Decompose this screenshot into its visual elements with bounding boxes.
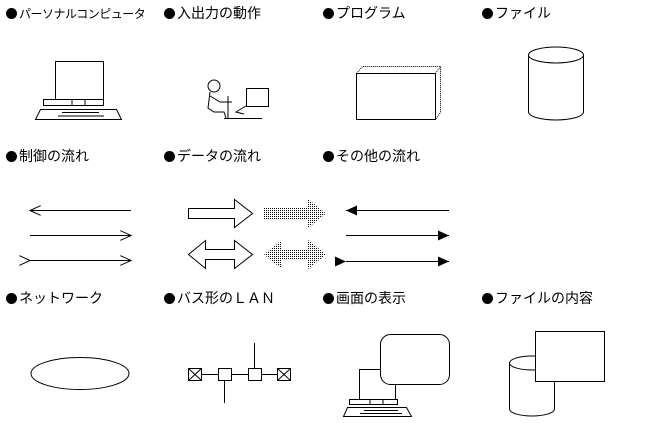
legend-label-personal-computer: パーソナルコンピュータ [6, 6, 146, 22]
personal-computer-icon [34, 61, 123, 120]
legend-label-file: ファイル [482, 6, 551, 22]
bullet-icon [323, 293, 334, 304]
control-flow-arrows [30, 211, 131, 261]
legend-label-network: ネットワーク [6, 291, 103, 307]
screen-display-icon [342, 334, 450, 417]
bullet-icon [6, 8, 17, 19]
program-icon [356, 66, 441, 120]
bullet-icon [164, 8, 175, 19]
legend-label-program: プログラム [323, 6, 406, 22]
file-icon [528, 46, 584, 121]
bullet-icon [482, 293, 493, 304]
dotted-block-arrow-right-icon [264, 199, 326, 228]
network-icon [30, 357, 130, 390]
block-arrow-right-icon [188, 198, 254, 229]
bullet-icon [6, 293, 17, 304]
bullet-icon [482, 8, 493, 19]
legend-label-screen-display: 画面の表示 [323, 291, 406, 307]
bullet-icon [6, 151, 17, 162]
bullet-icon [164, 151, 175, 162]
block-arrow-both-icon [187, 239, 254, 270]
other-flow-arrows [335, 205, 449, 267]
legend-label-file-contents: ファイルの内容 [482, 291, 593, 307]
legend-label-control-flow: 制御の流れ [6, 149, 89, 165]
dotted-block-arrow-both-icon [264, 240, 326, 269]
legend-label-data-flow: データの流れ [164, 149, 261, 165]
bullet-icon [323, 151, 334, 162]
bullet-icon [323, 8, 334, 19]
bus-lan-icon [188, 343, 291, 403]
file-contents-icon [509, 331, 605, 417]
io-operation-icon [207, 79, 269, 119]
bullet-icon [164, 293, 175, 304]
legend-label-other-flow: その他の流れ [323, 149, 420, 165]
data-flow-arrows [187, 198, 326, 270]
legend-label-bus-lan: バス形のＬＡＮ [164, 291, 275, 307]
legend-label-io-operation: 入出力の動作 [164, 6, 261, 22]
